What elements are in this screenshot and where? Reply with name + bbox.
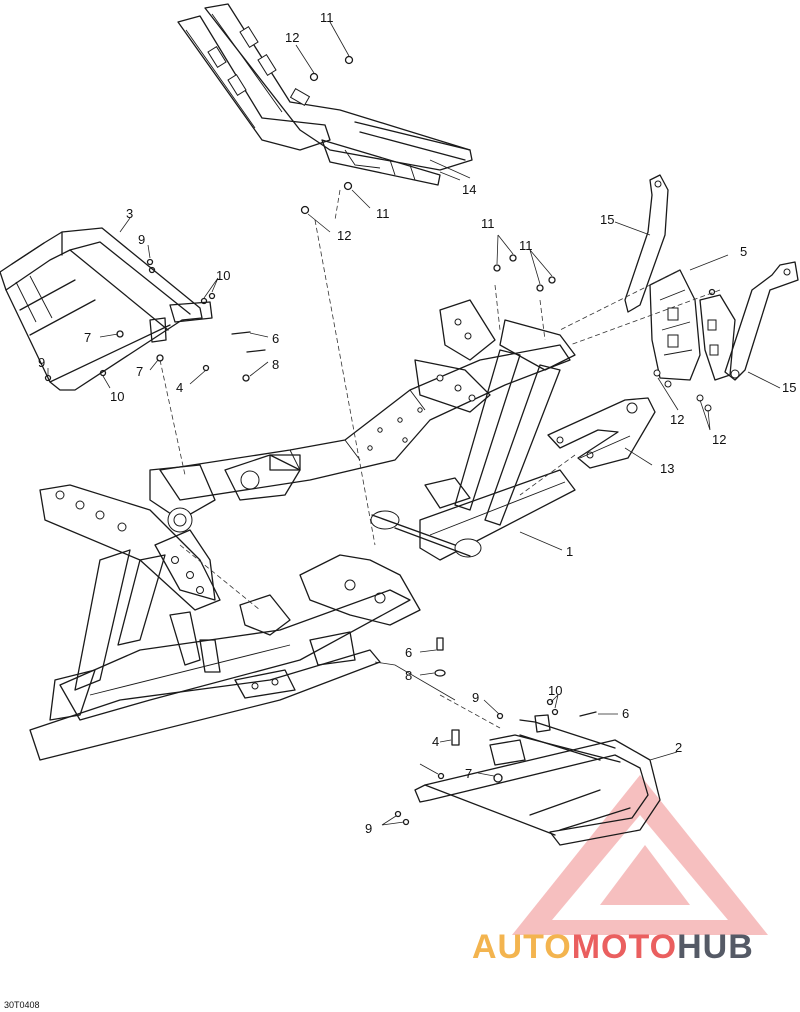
callout-10-front-left: 10 bbox=[110, 389, 124, 404]
callout-9-rear-top: 9 bbox=[472, 690, 479, 705]
callout-11-top: 11 bbox=[320, 10, 334, 25]
callout-5: 5 bbox=[740, 244, 747, 259]
watermark-auto: AUTO bbox=[472, 928, 572, 966]
rear-plate bbox=[547, 397, 656, 469]
upper-frame-rail bbox=[177, 3, 473, 186]
callout-7-front-lower: 7 bbox=[136, 364, 143, 379]
callout-4-rear: 4 bbox=[432, 734, 439, 749]
hardware bbox=[44, 55, 716, 826]
callout-11-rear-right: 11 bbox=[519, 238, 533, 253]
callout-6-rear-top: 6 bbox=[405, 645, 412, 660]
callout-2: 2 bbox=[675, 740, 682, 755]
callout-labels: 1 2 3 4 4 5 6 6 6 7 7 7 8 8 9 9 9 9 10 1… bbox=[38, 10, 796, 836]
leader-lines bbox=[47, 21, 781, 826]
callout-15-right: 15 bbox=[782, 380, 796, 395]
main-frame bbox=[29, 299, 576, 761]
callout-7-rear: 7 bbox=[465, 766, 472, 781]
callout-12-top: 12 bbox=[285, 30, 299, 45]
callout-13: 13 bbox=[660, 461, 674, 476]
callout-10-rear: 10 bbox=[548, 683, 562, 698]
callout-9-front-left: 9 bbox=[38, 355, 45, 370]
callout-4-front: 4 bbox=[176, 380, 183, 395]
watermark-triangle bbox=[512, 775, 768, 935]
rear-strut-left bbox=[624, 174, 669, 313]
callout-15-top: 15 bbox=[600, 212, 614, 227]
rear-strut-right bbox=[724, 261, 799, 381]
callout-6-rear-side: 6 bbox=[622, 706, 629, 721]
drawing-code: 30T0408 bbox=[4, 1000, 40, 1010]
assembly-lines bbox=[159, 189, 721, 729]
callout-9-rear-left: 9 bbox=[365, 821, 372, 836]
callout-6-front: 6 bbox=[272, 331, 279, 346]
watermark-hub: HUB bbox=[677, 928, 754, 966]
rear-bracket bbox=[649, 269, 736, 412]
callout-9-front-top: 9 bbox=[138, 232, 145, 247]
callout-12-rear-left: 12 bbox=[670, 412, 684, 427]
callout-1: 1 bbox=[566, 544, 573, 559]
callout-14: 14 bbox=[462, 182, 476, 197]
callout-10-front-right: 10 bbox=[216, 268, 230, 283]
front-rack bbox=[0, 227, 213, 391]
callout-7-front-upper: 7 bbox=[84, 330, 91, 345]
callout-12-upper-mid: 12 bbox=[337, 228, 351, 243]
rear-rack bbox=[414, 714, 661, 846]
watermark-moto: MOTO bbox=[572, 928, 677, 966]
callout-12-rear-right: 12 bbox=[712, 432, 726, 447]
callout-8-front: 8 bbox=[272, 357, 279, 372]
svg-text:AUTOMOTOHUB: AUTOMOTOHUB bbox=[472, 928, 754, 966]
callout-11-upper-mid: 11 bbox=[376, 206, 390, 221]
callout-8-rear: 8 bbox=[405, 668, 412, 683]
callout-11-rear-left: 11 bbox=[481, 216, 495, 231]
callout-3: 3 bbox=[126, 206, 133, 221]
watermark-logo: AUTOMOTOHUB bbox=[472, 928, 754, 966]
